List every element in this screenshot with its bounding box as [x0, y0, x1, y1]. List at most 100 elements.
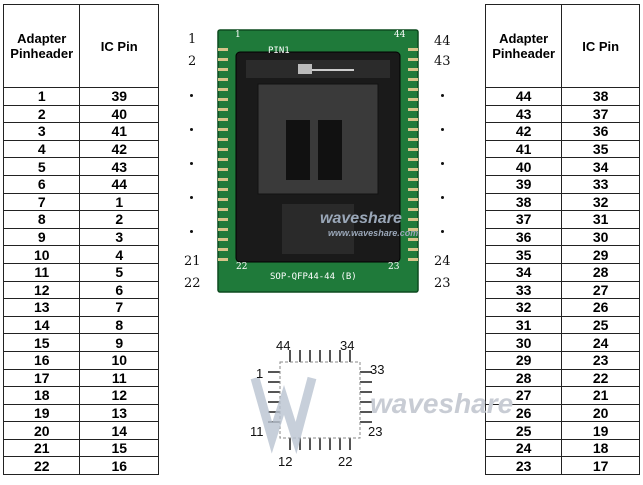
adapter-pin-cell: 25 [484, 421, 563, 440]
ic-pin-cell: 33 [561, 174, 640, 194]
adapter-pin-cell: 8 [2, 210, 81, 229]
board-corner-44: 44 [394, 30, 406, 40]
ic-pin-cell: 17 [561, 456, 640, 476]
board-dot [190, 162, 193, 165]
board-right-number: 43 [434, 54, 451, 69]
ic-pin-cell: 30 [561, 227, 640, 247]
adapter-pin-cell: 1 [2, 87, 81, 106]
ic-pin-cell: 37 [561, 104, 640, 124]
board-dot [190, 128, 193, 131]
ic-pin-cell: 28 [561, 262, 640, 282]
adapter-pin-cell: 9 [2, 227, 81, 247]
ic-pin-cell: 31 [561, 210, 640, 229]
ic-pin-header: IC Pin [561, 4, 640, 88]
board-corner-22: 22 [236, 262, 248, 272]
ic-pin-cell: 38 [561, 87, 640, 106]
ic-pin-cell: 23 [561, 350, 640, 370]
adapter-pin-cell: 15 [2, 333, 81, 352]
adapter-pin-cell: 12 [2, 280, 81, 300]
adapter-pin-cell: 3 [2, 122, 81, 141]
adapter-pin-cell: 23 [484, 456, 563, 476]
adapter-pin-cell: 38 [484, 192, 563, 212]
adapter-pin-cell: 31 [484, 315, 563, 335]
ic-pin-cell: 32 [561, 192, 640, 212]
adapter-pin-cell: 26 [484, 403, 563, 423]
board-left-number: 22 [184, 276, 201, 291]
board-dot [441, 196, 444, 199]
adapter-pin-cell: 34 [484, 262, 563, 282]
board-dot [190, 196, 193, 199]
board-corner-23: 23 [388, 262, 400, 272]
adapter-pin-cell: 28 [484, 368, 563, 388]
ic-pin-cell: 16 [79, 456, 159, 476]
board-dot [441, 128, 444, 131]
ic-pin-cell: 5 [79, 262, 159, 282]
diagram-label-1: 1 [256, 366, 264, 381]
ic-pin-cell: 43 [79, 157, 159, 176]
adapter-pin-cell: 14 [2, 315, 81, 335]
adapter-pin-cell: 10 [2, 245, 81, 264]
adapter-pin-cell: 33 [484, 280, 563, 300]
adapter-pin-cell: 32 [484, 298, 563, 317]
adapter-pin-cell: 44 [484, 87, 563, 106]
ic-pin-cell: 44 [79, 174, 159, 194]
ic-pin-cell: 39 [79, 87, 159, 106]
ic-pin-cell: 10 [79, 350, 159, 370]
adapter-pin-cell: 17 [2, 368, 81, 388]
ic-pin-cell: 27 [561, 280, 640, 300]
adapter-pin-cell: 43 [484, 104, 563, 124]
board-right-number: 44 [434, 34, 451, 49]
ic-pin-cell: 22 [561, 368, 640, 388]
adapter-pin-cell: 13 [2, 298, 81, 317]
board-watermark-site: www.waveshare.com [328, 228, 419, 238]
ic-pin-cell: 15 [79, 438, 159, 458]
adapter-pin-cell: 39 [484, 174, 563, 194]
adapter-pin-cell: 21 [2, 438, 81, 458]
ic-pin-cell: 35 [561, 139, 640, 159]
diagram-label-44: 44 [276, 338, 291, 353]
ic-pin-cell: 26 [561, 298, 640, 317]
adapter-pin-cell: 5 [2, 157, 81, 176]
adapter-pin-cell: 42 [484, 122, 563, 141]
ic-pin-cell: 41 [79, 122, 159, 141]
ic-pin-cell: 34 [561, 157, 640, 176]
adapter-pin-cell: 22 [2, 456, 81, 476]
ic-pin-cell: 25 [561, 315, 640, 335]
board-dot [441, 162, 444, 165]
adapter-pin-cell: 4 [2, 139, 81, 159]
ic-pin-cell: 21 [561, 386, 640, 405]
adapter-pinheader-header: Adapter Pinheader [484, 4, 563, 88]
adapter-pin-cell: 41 [484, 139, 563, 159]
watermark-brand: waveshare [370, 388, 514, 419]
ic-pin-cell: 14 [79, 421, 159, 440]
ic-pin-cell: 6 [79, 280, 159, 300]
board-watermark-brand: waveshare [320, 210, 402, 227]
ic-pin-cell: 8 [79, 315, 159, 335]
qfp-outline [250, 350, 372, 455]
ic-pin-cell: 36 [561, 122, 640, 141]
